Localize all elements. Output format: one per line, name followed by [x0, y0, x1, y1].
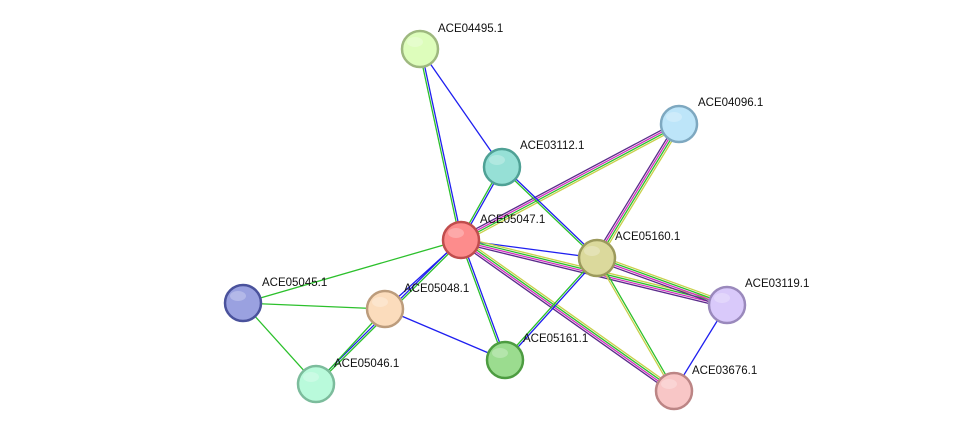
- node-circle[interactable]: [441, 220, 481, 260]
- node-ace04096-1[interactable]: ACE04096.1: [659, 97, 763, 144]
- node-circle[interactable]: [654, 371, 694, 411]
- node-ace05048-1[interactable]: ACE05048.1: [365, 283, 469, 329]
- edge-n4-n11-purple: [458, 241, 674, 394]
- edge-n5-n11-yellow: [595, 257, 674, 393]
- node-ace03676-1[interactable]: ACE03676.1: [654, 365, 757, 411]
- node-label: ACE05048.1: [404, 283, 469, 295]
- node-circle[interactable]: [365, 289, 405, 329]
- node-label: ACE03119.1: [745, 278, 809, 290]
- node-highlight: [714, 293, 730, 303]
- node-ace05161-1[interactable]: ACE05161.1: [485, 333, 588, 380]
- node-ace05046-1[interactable]: ACE05046.1: [296, 358, 399, 404]
- edge-n4-n11-green: [460, 238, 676, 391]
- node-circle[interactable]: [659, 104, 699, 144]
- node-label: ACE05046.1: [334, 358, 399, 370]
- node-label: ACE05045.1: [262, 277, 327, 289]
- edge-n2-n5-yellow: [598, 124, 683, 261]
- edge-n5-n9-blue: [505, 257, 599, 362]
- node-highlight: [584, 246, 600, 256]
- edge-n1-n4-blue: [420, 48, 463, 241]
- node-circle[interactable]: [482, 147, 522, 187]
- node-label: ACE03676.1: [692, 365, 757, 377]
- node-ace04495-1[interactable]: ACE04495.1: [400, 23, 503, 69]
- edge-n3-n5-blue: [502, 165, 599, 258]
- node-ace05045-1[interactable]: ACE05045.1: [223, 277, 327, 323]
- node-highlight: [489, 155, 505, 165]
- edge-n2-n4-green: [460, 124, 681, 242]
- node-highlight: [492, 348, 508, 358]
- node-layer: ACE04495.1ACE04096.1ACE03112.1ACE05047.1…: [223, 23, 809, 411]
- edge-n2-n4-yellow: [461, 125, 681, 244]
- node-highlight: [407, 37, 423, 47]
- node-highlight: [448, 228, 464, 238]
- edge-n4-n9-blue: [461, 239, 507, 361]
- edge-n1-n3-blue: [419, 48, 503, 168]
- node-label: ACE05047.1: [480, 214, 545, 226]
- edge-n4-n6-green: [242, 239, 462, 304]
- edge-n2-n5-purple: [593, 121, 678, 258]
- node-ace05047-1[interactable]: ACE05047.1: [441, 214, 545, 260]
- node-ace05160-1[interactable]: ACE05160.1: [577, 231, 680, 278]
- edge-n2-n4-magenta: [459, 122, 680, 240]
- edge-n1-n4-green: [418, 48, 461, 241]
- edge-n5-n8-yellow: [597, 254, 729, 303]
- node-highlight: [666, 112, 682, 122]
- node-label: ACE03112.1: [520, 140, 584, 152]
- node-ace03112-1[interactable]: ACE03112.1: [482, 140, 584, 187]
- edge-n2-n4-purple: [459, 120, 679, 239]
- node-label: ACE04096.1: [698, 97, 763, 109]
- node-highlight: [372, 297, 388, 307]
- node-label: ACE05160.1: [615, 231, 680, 243]
- edge-n7-n9-blue: [384, 308, 506, 361]
- node-highlight: [230, 291, 246, 301]
- edge-n5-n8-magenta: [596, 258, 728, 307]
- edge-n2-n5-green: [597, 123, 681, 260]
- node-circle[interactable]: [400, 29, 440, 69]
- node-highlight: [303, 372, 319, 382]
- edge-n2-n5-magenta: [595, 122, 679, 259]
- node-ace03119-1[interactable]: ACE03119.1: [707, 278, 809, 325]
- edge-n5-n8-green: [596, 256, 728, 305]
- edge-n4-n9-green: [459, 239, 505, 361]
- edge-n5-n11-green: [597, 256, 676, 392]
- node-circle[interactable]: [223, 283, 263, 323]
- node-circle[interactable]: [707, 285, 747, 325]
- edge-n4-n11-magenta: [459, 240, 675, 393]
- edge-n5-n8-purple: [595, 260, 727, 309]
- node-circle[interactable]: [577, 238, 617, 278]
- node-label: ACE04495.1: [438, 23, 503, 35]
- edge-n5-n9-green: [503, 256, 597, 361]
- node-circle[interactable]: [485, 340, 525, 380]
- node-label: ACE05161.1: [523, 333, 588, 345]
- node-circle[interactable]: [296, 364, 336, 404]
- edge-n6-n7-green: [242, 302, 386, 310]
- node-highlight: [661, 379, 677, 389]
- edge-n3-n5-green: [500, 167, 597, 260]
- edge-n4-n11-yellow: [461, 237, 677, 390]
